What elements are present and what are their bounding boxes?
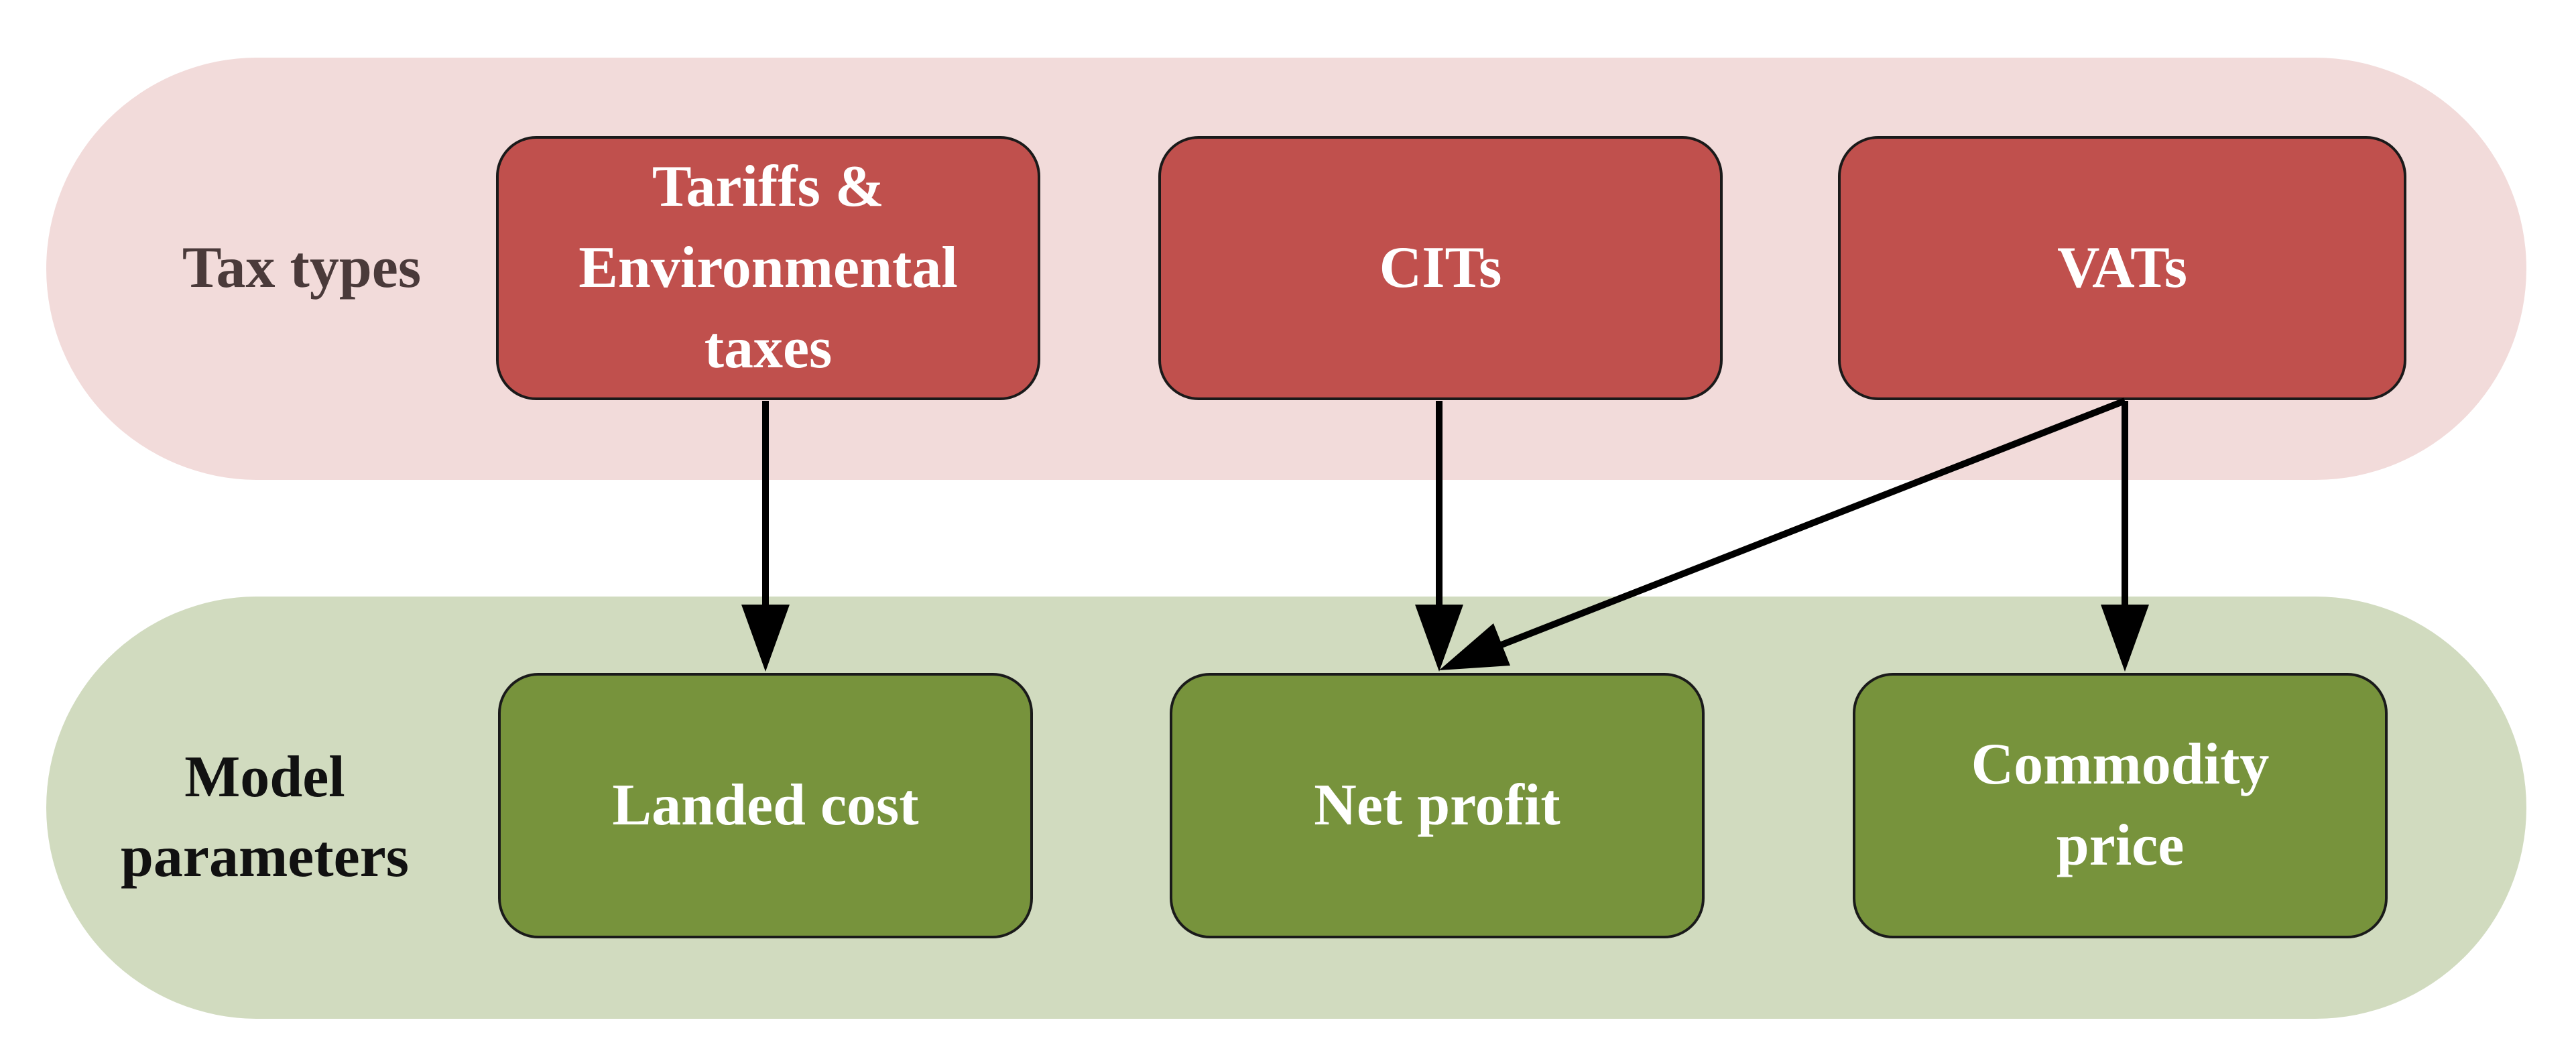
edge-tariffs-to-landed-cost: [741, 401, 790, 672]
node-vats: VATs: [1838, 136, 2406, 400]
node-tariffs-environmental-taxes: Tariffs & Environmental taxes: [496, 136, 1040, 400]
edge-vats-to-commodity-price: [2101, 401, 2149, 672]
tax-types-label: Tax types: [182, 235, 422, 300]
node-label: Net profit: [1314, 772, 1560, 838]
node-label: CITs: [1379, 235, 1502, 300]
edge-vats-to-net-profit: [1439, 397, 2126, 670]
node-label: Commodity price: [1971, 732, 2270, 878]
model-parameters-label: Model parameters: [120, 745, 410, 889]
node-cits: CITs: [1158, 136, 1723, 400]
node-label: VATs: [2057, 235, 2188, 300]
node-commodity-price: Commodity price: [1853, 673, 2388, 938]
node-label: Tariffs & Environmental taxes: [578, 154, 958, 381]
node-label: Landed cost: [612, 772, 919, 838]
node-landed-cost: Landed cost: [498, 673, 1033, 938]
edge-cits-to-net-profit: [1415, 401, 1463, 672]
node-net-profit: Net profit: [1170, 673, 1705, 938]
